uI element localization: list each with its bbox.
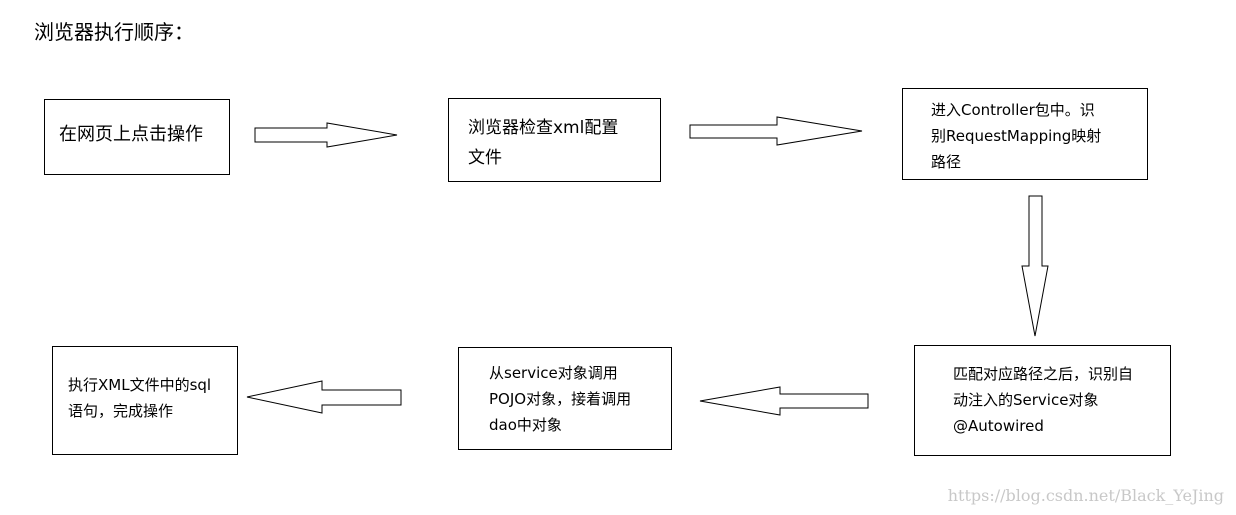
page-title: 浏览器执行顺序： <box>34 20 194 44</box>
arrow-step1-to-step2 <box>254 122 398 148</box>
step-box-check-xml: 浏览器检查xml配置 文件 <box>448 98 661 182</box>
step-box-pojo-dao: 从service对象调用 POJO对象，接着调用 dao中对象 <box>458 347 672 450</box>
step-box-controller: 进入Controller包中。识 别RequestMapping映射 路径 <box>902 88 1148 180</box>
arrow-step5-to-step6 <box>246 380 402 414</box>
arrow-step3-to-step4 <box>1021 195 1049 337</box>
step-box-service: 匹配对应路径之后，识别自 动注入的Service对象 @Autowired <box>914 345 1171 456</box>
step-text: 浏览器检查xml配置 文件 <box>468 118 619 168</box>
step-box-click: 在网页上点击操作 <box>44 99 230 175</box>
step-text: 执行XML文件中的sql 语句，完成操作 <box>68 376 212 420</box>
arrow-step2-to-step3 <box>689 116 863 146</box>
step-text: 进入Controller包中。识 别RequestMapping映射 路径 <box>931 101 1102 171</box>
arrow-step4-to-step5 <box>699 386 869 416</box>
step-text: 在网页上点击操作 <box>59 124 203 145</box>
step-text: 匹配对应路径之后，识别自 动注入的Service对象 @Autowired <box>953 365 1134 435</box>
step-box-execute-sql: 执行XML文件中的sql 语句，完成操作 <box>52 346 238 455</box>
step-text: 从service对象调用 POJO对象，接着调用 dao中对象 <box>489 364 632 434</box>
watermark: https://blog.csdn.net/Black_YeJing <box>947 486 1224 505</box>
